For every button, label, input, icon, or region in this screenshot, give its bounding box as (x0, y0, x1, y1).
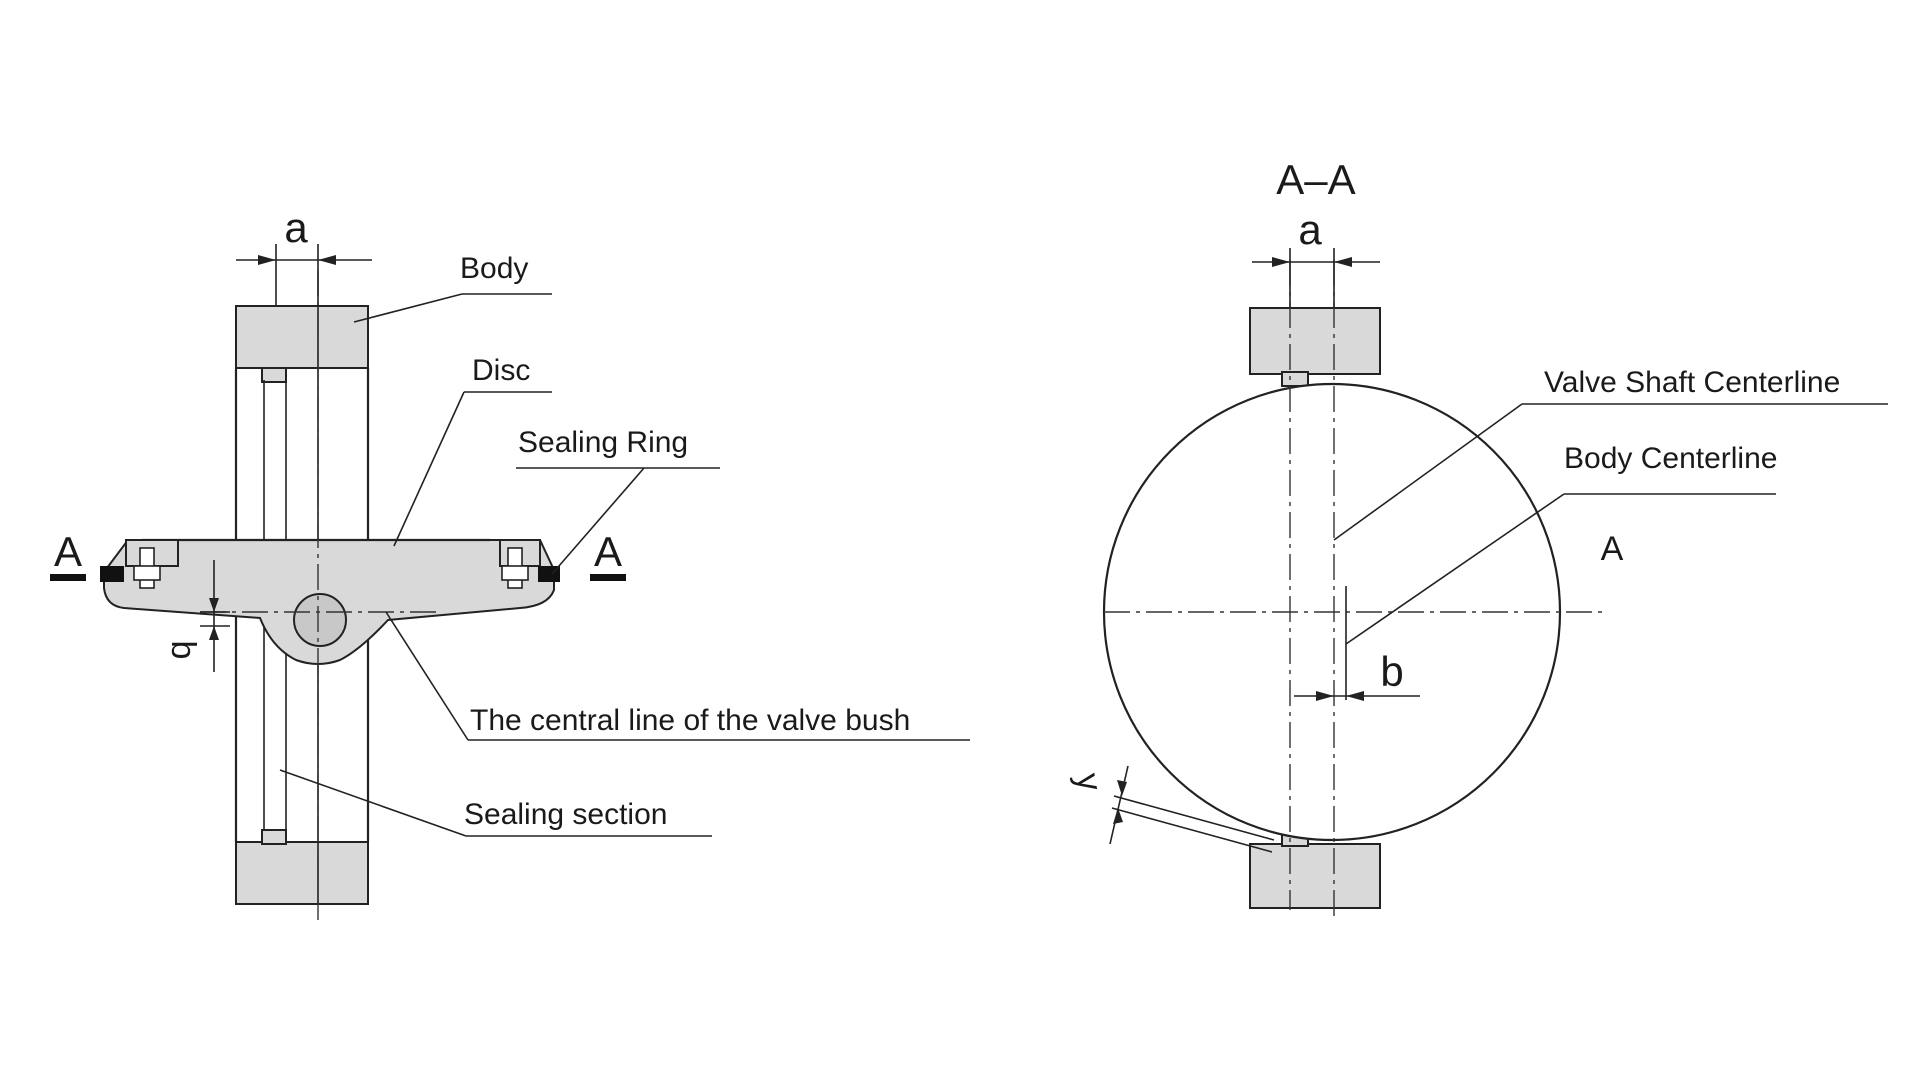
left-view: a b A A Body Disc (50, 204, 970, 920)
label-body: Body (460, 252, 528, 285)
label-sealing-section: Sealing section (464, 798, 667, 831)
label-body-centerline: Body Centerline (1564, 442, 1777, 475)
right-view: A–A a b (1069, 156, 1888, 916)
label-sealing-ring: Sealing Ring (518, 426, 688, 459)
section-mark-right: A (590, 528, 626, 581)
rv-body-bottom-block (1249, 833, 1381, 909)
section-mark-right-label: A (594, 528, 622, 575)
section-mark-left-label: A (54, 528, 82, 575)
leader-body: Body (353, 252, 552, 323)
bolt-left (133, 547, 161, 589)
dim-a-right: a (1252, 206, 1380, 308)
section-title: A–A (1276, 156, 1355, 203)
body-top-block (235, 305, 369, 383)
rv-marker-a: A (1601, 530, 1624, 568)
dim-y: y (1069, 765, 1275, 853)
dim-b-left: b (164, 560, 230, 672)
body-bottom-block (235, 829, 369, 905)
sealing-ring-left (100, 566, 124, 582)
label-valve-shaft-centerline: Valve Shaft Centerline (1544, 366, 1840, 399)
dim-b-right: b (1294, 648, 1420, 701)
rv-body-top-block (1249, 307, 1381, 387)
leader-disc: Disc (393, 354, 552, 547)
dim-b-left-label: b (164, 641, 202, 660)
valve-bush-circle (293, 593, 347, 647)
leader-sealing-ring: Sealing Ring (516, 426, 720, 575)
dim-y-label: y (1069, 770, 1109, 793)
dim-a-left: a (236, 204, 372, 306)
leader-central-line: The central line of the valve bush (385, 611, 970, 741)
leader-sealing-section: Sealing section (279, 769, 712, 837)
dim-a-right-label: a (1298, 206, 1322, 253)
label-disc: Disc (472, 354, 530, 387)
leader-valve-shaft-centerline: Valve Shaft Centerline (1333, 366, 1888, 541)
dim-b-right-label: b (1380, 648, 1403, 695)
bolt-right (501, 547, 529, 589)
disc (100, 538, 560, 665)
section-mark-left: A (50, 528, 86, 581)
dim-a-left-label: a (284, 204, 308, 251)
leader-body-centerline: Body Centerline (1345, 442, 1777, 645)
label-central-line: The central line of the valve bush (470, 704, 910, 737)
